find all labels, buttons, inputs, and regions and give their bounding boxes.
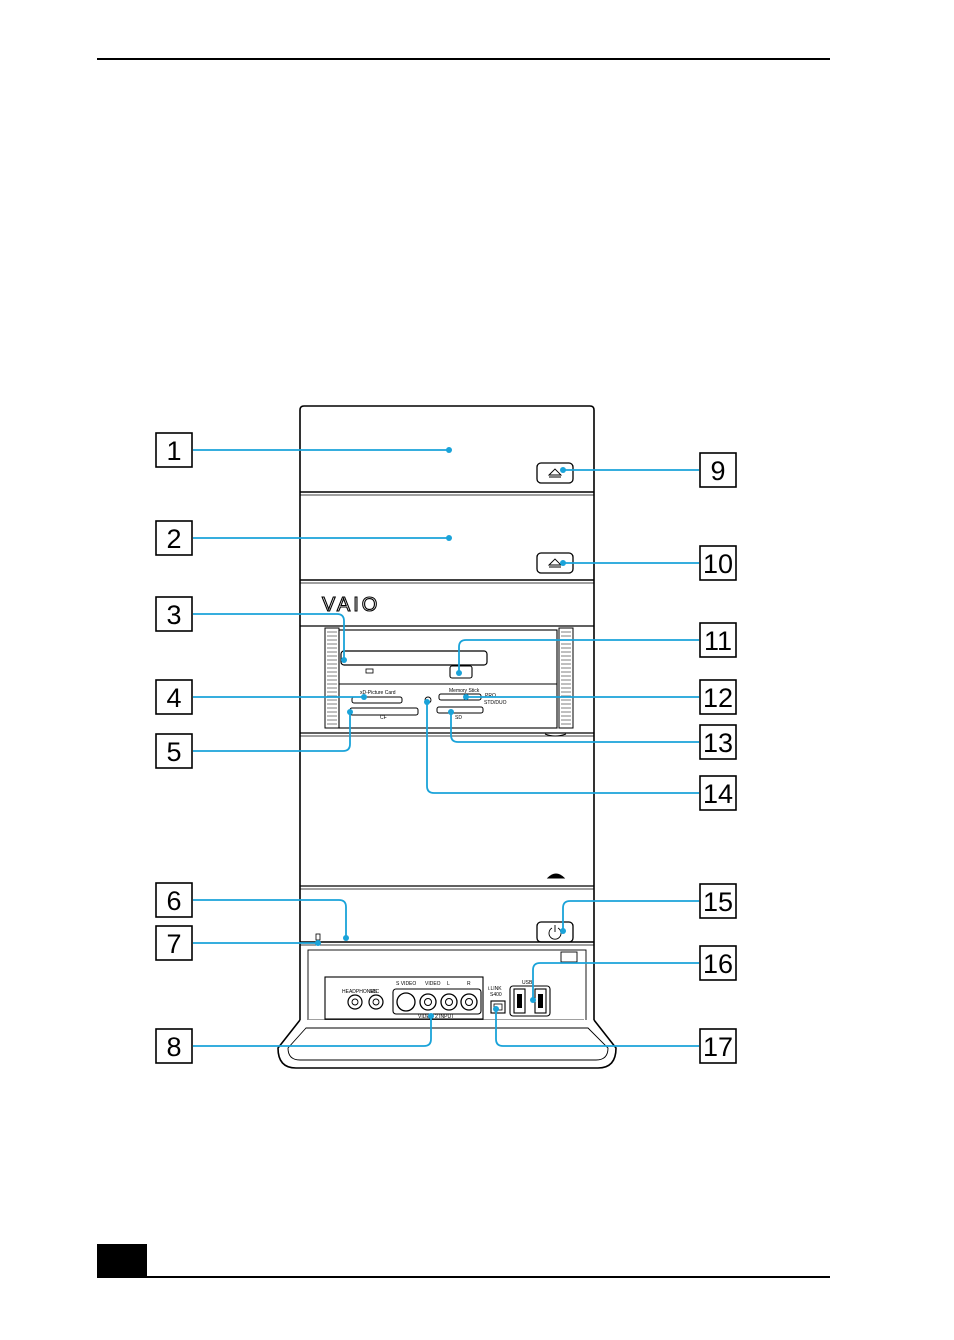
s400-label: S400 [490, 992, 502, 998]
callout-14: 14 [700, 776, 736, 810]
callout-13: 13 [700, 725, 736, 759]
svg-text:13: 13 [703, 728, 733, 758]
callout-8: 8 [156, 1029, 192, 1063]
mic-label: MIC [370, 989, 380, 995]
svg-text:4: 4 [166, 683, 181, 713]
eject-button-1 [537, 463, 573, 483]
callout-7: 7 [156, 926, 192, 960]
vaio-logo: VAIO [322, 594, 380, 616]
svg-text:8: 8 [166, 1032, 181, 1062]
page-number-block [97, 1244, 147, 1277]
s-video-label: S VIDEO [396, 981, 416, 987]
svg-text:11: 11 [704, 626, 732, 656]
right-audio-label: R [467, 981, 471, 987]
footer-rule [97, 1276, 830, 1278]
callout-2: 2 [156, 521, 192, 555]
svg-text:9: 9 [710, 456, 725, 486]
callout-9: 9 [700, 453, 736, 487]
video-input-label: VIDEO 2 INPUT [418, 1014, 454, 1020]
svg-text:5: 5 [166, 737, 181, 767]
svg-text:17: 17 [703, 1032, 733, 1062]
usb-label: USB [522, 980, 533, 986]
svg-text:15: 15 [703, 887, 733, 917]
svg-text:1: 1 [166, 436, 181, 466]
callout-12: 12 [700, 680, 736, 714]
callout-17: 17 [700, 1029, 736, 1063]
pro-label: PRO [485, 693, 496, 699]
std-duo-label: STD/DUO [484, 700, 507, 706]
sd-label: SD [455, 715, 462, 721]
memory-stick-label: Memory Stick [449, 688, 480, 694]
callout-15: 15 [700, 884, 736, 918]
cf-label: CF [380, 715, 387, 721]
callout-10: 10 [700, 546, 736, 580]
video-label: VIDEO [425, 981, 441, 987]
left-audio-label: L [447, 981, 450, 987]
callout-6: 6 [156, 883, 192, 917]
svg-text:16: 16 [703, 949, 733, 979]
callout-11: 11 [700, 623, 736, 657]
svg-text:7: 7 [166, 929, 181, 959]
callout-3: 3 [156, 597, 192, 631]
svg-text:2: 2 [166, 524, 181, 554]
callout-4: 4 [156, 680, 192, 714]
svg-text:6: 6 [166, 886, 181, 916]
callout-5: 5 [156, 734, 192, 768]
callout-16: 16 [700, 946, 736, 980]
svg-text:3: 3 [166, 600, 181, 630]
svg-text:12: 12 [703, 683, 733, 713]
callout-1: 1 [156, 433, 192, 467]
svg-text:10: 10 [703, 549, 733, 579]
svg-text:14: 14 [703, 779, 733, 809]
